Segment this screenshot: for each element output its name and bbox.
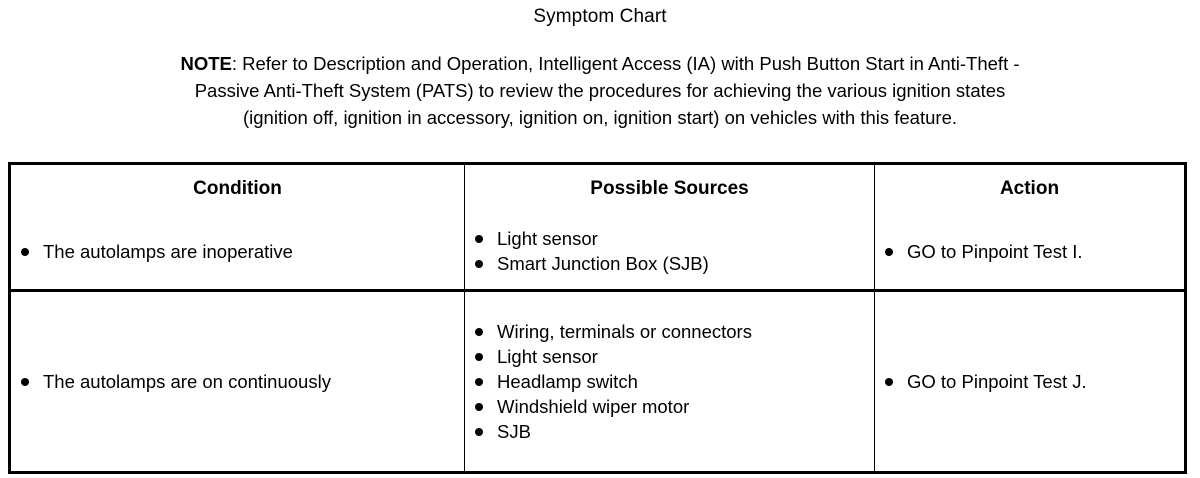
sources-list-2: Wiring, terminals or connectors Light se… — [465, 319, 874, 444]
list-item: Smart Junction Box (SJB) — [465, 251, 874, 276]
column-header-possible-sources: Possible Sources — [464, 163, 875, 213]
note-block: NOTE: Refer to Description and Operation… — [0, 50, 1200, 131]
note-line-2: Passive Anti-Theft System (PATS) to revi… — [194, 80, 1006, 101]
list-item: Wiring, terminals or connectors — [465, 319, 874, 344]
list-item: Light sensor — [465, 226, 874, 251]
cell-sources-2: Wiring, terminals or connectors Light se… — [464, 290, 875, 473]
table-header-row: Condition Possible Sources Action — [9, 163, 1186, 213]
note-label: NOTE — [180, 53, 232, 74]
list-item: Light sensor — [465, 344, 874, 369]
cell-condition-2: The autolamps are on continuously — [9, 290, 465, 473]
cell-action-2: GO to Pinpoint Test J. — [875, 291, 1186, 473]
action-list-1: GO to Pinpoint Test I. — [875, 239, 1184, 264]
table-row: The autolamps are on continuously Wiring… — [9, 290, 1186, 473]
note-line-1: NOTE: Refer to Description and Operation… — [16, 50, 1184, 77]
condition-list-1: The autolamps are inoperative — [11, 239, 464, 264]
note-text-1: : Refer to Description and Operation, In… — [231, 53, 1020, 74]
symptom-table: Condition Possible Sources Action The au… — [8, 162, 1187, 474]
column-header-action: Action — [999, 178, 1060, 199]
list-item: The autolamps are on continuously — [11, 369, 464, 394]
column-header-condition: Condition — [9, 163, 465, 213]
table-row: The autolamps are inoperative Light sens… — [9, 213, 1186, 292]
list-item: Windshield wiper motor — [465, 394, 874, 419]
cell-condition-1: The autolamps are inoperative — [9, 213, 465, 292]
list-item: SJB — [465, 419, 874, 444]
action-list-2: GO to Pinpoint Test J. — [875, 369, 1184, 394]
cell-sources-1: Light sensor Smart Junction Box (SJB) — [464, 213, 875, 292]
list-item: The autolamps are inoperative — [11, 239, 464, 264]
list-item: GO to Pinpoint Test J. — [875, 369, 1184, 394]
list-item: GO to Pinpoint Test I. — [875, 239, 1184, 264]
list-item: Headlamp switch — [465, 369, 874, 394]
note-line-3: (ignition off, ignition in accessory, ig… — [243, 107, 957, 128]
page-title: Symptom Chart — [533, 6, 667, 27]
condition-list-2: The autolamps are on continuously — [11, 369, 464, 394]
cell-action-1: GO to Pinpoint Test I. — [874, 213, 1186, 292]
sources-list-1: Light sensor Smart Junction Box (SJB) — [465, 226, 874, 276]
